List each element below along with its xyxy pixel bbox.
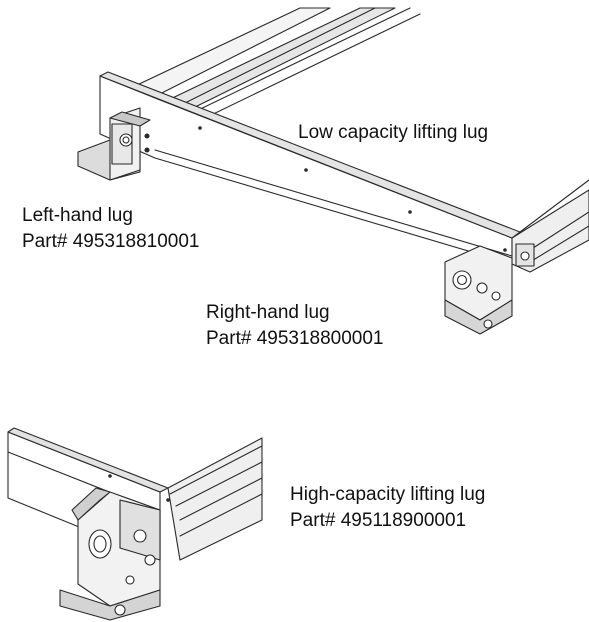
high-capacity-lug-part: Part# 495118900001 xyxy=(290,510,467,531)
left-hand-lug-name: Left-hand lug xyxy=(22,205,133,226)
high-capacity-lug-label: High-capacity lifting lug Part# 49511890… xyxy=(290,482,485,534)
left-hand-lug xyxy=(77,107,151,181)
low-capacity-text: Low capacity lifting lug xyxy=(298,122,489,143)
frame-drawing-top xyxy=(77,7,589,335)
right-hand-lug-label: Right-hand lug Part# 495318800001 xyxy=(206,300,384,352)
low-capacity-label: Low capacity lifting lug xyxy=(298,120,488,146)
right-hand-lug-part: Part# 495318800001 xyxy=(206,328,384,349)
right-hand-lug xyxy=(444,243,535,335)
high-capacity-lug xyxy=(59,487,161,621)
left-hand-lug-label: Left-hand lug Part# 495318810001 xyxy=(22,203,200,255)
high-capacity-lug-name: High-capacity lifting lug xyxy=(290,484,486,505)
hc-rail xyxy=(167,437,263,561)
hc-side-member xyxy=(7,431,161,561)
left-hand-lug-part: Part# 495318810001 xyxy=(22,231,200,252)
right-hand-lug-name: Right-hand lug xyxy=(206,302,330,323)
